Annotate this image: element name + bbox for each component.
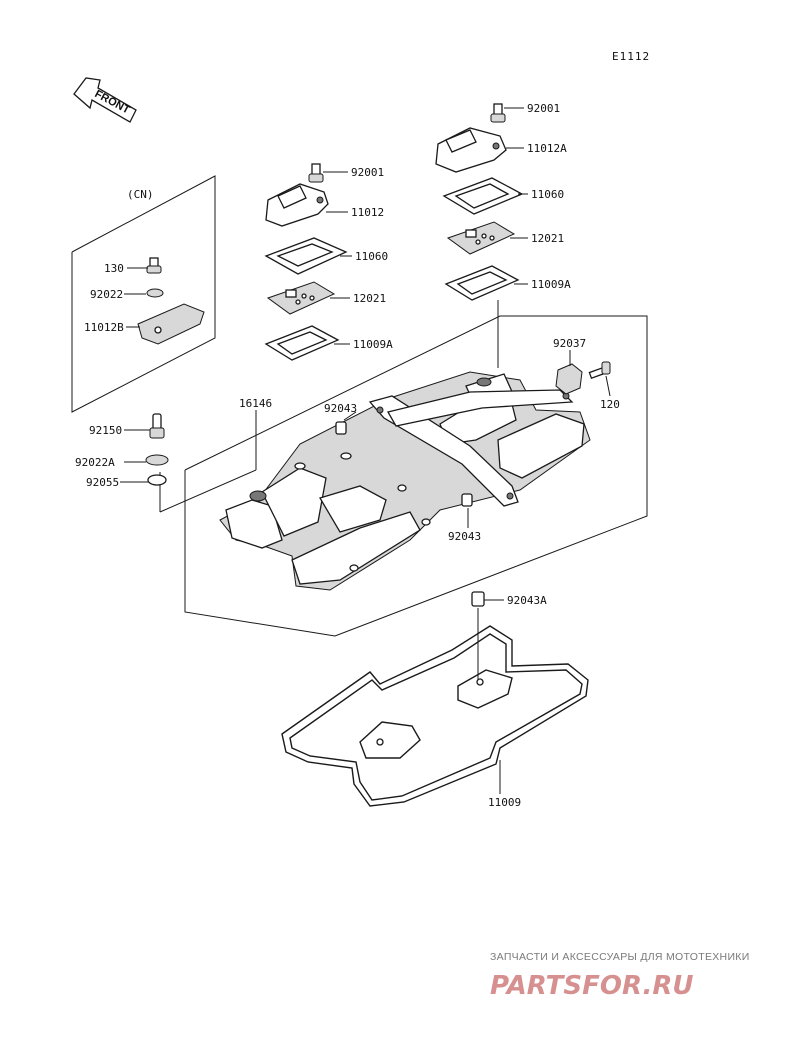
plate-12021-left xyxy=(266,281,336,315)
label-12021-right: 12021 xyxy=(531,232,564,245)
bolt-92001-left xyxy=(308,163,324,183)
label-130: 130 xyxy=(104,262,124,275)
label-11060-left: 11060 xyxy=(355,250,388,263)
label-12021-left: 12021 xyxy=(353,292,386,305)
label-92043-upper: 92043 xyxy=(324,402,357,415)
cn-bolt-130 xyxy=(146,257,162,274)
cn-washer-92022 xyxy=(146,288,164,298)
plate-12021-right xyxy=(446,221,516,255)
cn-label: (CN) xyxy=(127,188,154,201)
dowel-92043-upper xyxy=(335,421,347,435)
cover-assembly-frame xyxy=(184,315,648,637)
label-11009A-right: 11009A xyxy=(531,278,571,291)
front-arrow-icon: FRONT xyxy=(73,77,137,123)
bolt-92001-right xyxy=(490,103,506,123)
watermark-logo: PARTSFOR.RU xyxy=(490,971,693,1001)
washer-92022A xyxy=(145,454,169,466)
label-92043-lower: 92043 xyxy=(448,530,481,543)
label-92037: 92037 xyxy=(553,337,586,350)
cross-bracket xyxy=(368,389,574,507)
label-92022A: 92022A xyxy=(75,456,115,469)
gasket-11009A-right xyxy=(444,265,520,301)
label-16146: 16146 xyxy=(239,397,272,410)
cn-frame: (CN) xyxy=(71,175,216,413)
gasket-11060-right xyxy=(442,177,524,215)
label-92055: 92055 xyxy=(86,476,119,489)
breather-cover-11012A xyxy=(435,127,507,173)
label-120: 120 xyxy=(600,398,620,411)
bolt-92150 xyxy=(149,413,165,439)
label-11009A-left: 11009A xyxy=(353,338,393,351)
grommet-92055 xyxy=(147,474,167,486)
breather-cover-11012 xyxy=(265,183,329,227)
dowel-92043-lower xyxy=(461,493,473,507)
clamp-92037 xyxy=(555,363,583,395)
label-11060-right: 11060 xyxy=(531,188,564,201)
label-11012: 11012 xyxy=(351,206,384,219)
diagram-code: E1112 xyxy=(612,50,650,63)
dowel-92043A xyxy=(471,591,485,607)
gasket-11009 xyxy=(281,625,589,807)
label-11012B: 11012B xyxy=(84,321,124,334)
gasket-11060-left xyxy=(264,237,348,275)
bolt-120 xyxy=(588,361,611,380)
label-92150: 92150 xyxy=(89,424,122,437)
gasket-11009A-left xyxy=(264,325,340,361)
watermark-tagline: ЗАПЧАСТИ И АКСЕССУАРЫ ДЛЯ МОТОТЕХНИКИ xyxy=(490,951,750,963)
label-11009: 11009 xyxy=(488,796,521,809)
label-11012A: 11012A xyxy=(527,142,567,155)
label-92001-right: 92001 xyxy=(527,102,560,115)
label-92022: 92022 xyxy=(90,288,123,301)
cn-plate-11012B xyxy=(137,303,205,345)
label-92043A: 92043A xyxy=(507,594,547,607)
label-92001-left: 92001 xyxy=(351,166,384,179)
